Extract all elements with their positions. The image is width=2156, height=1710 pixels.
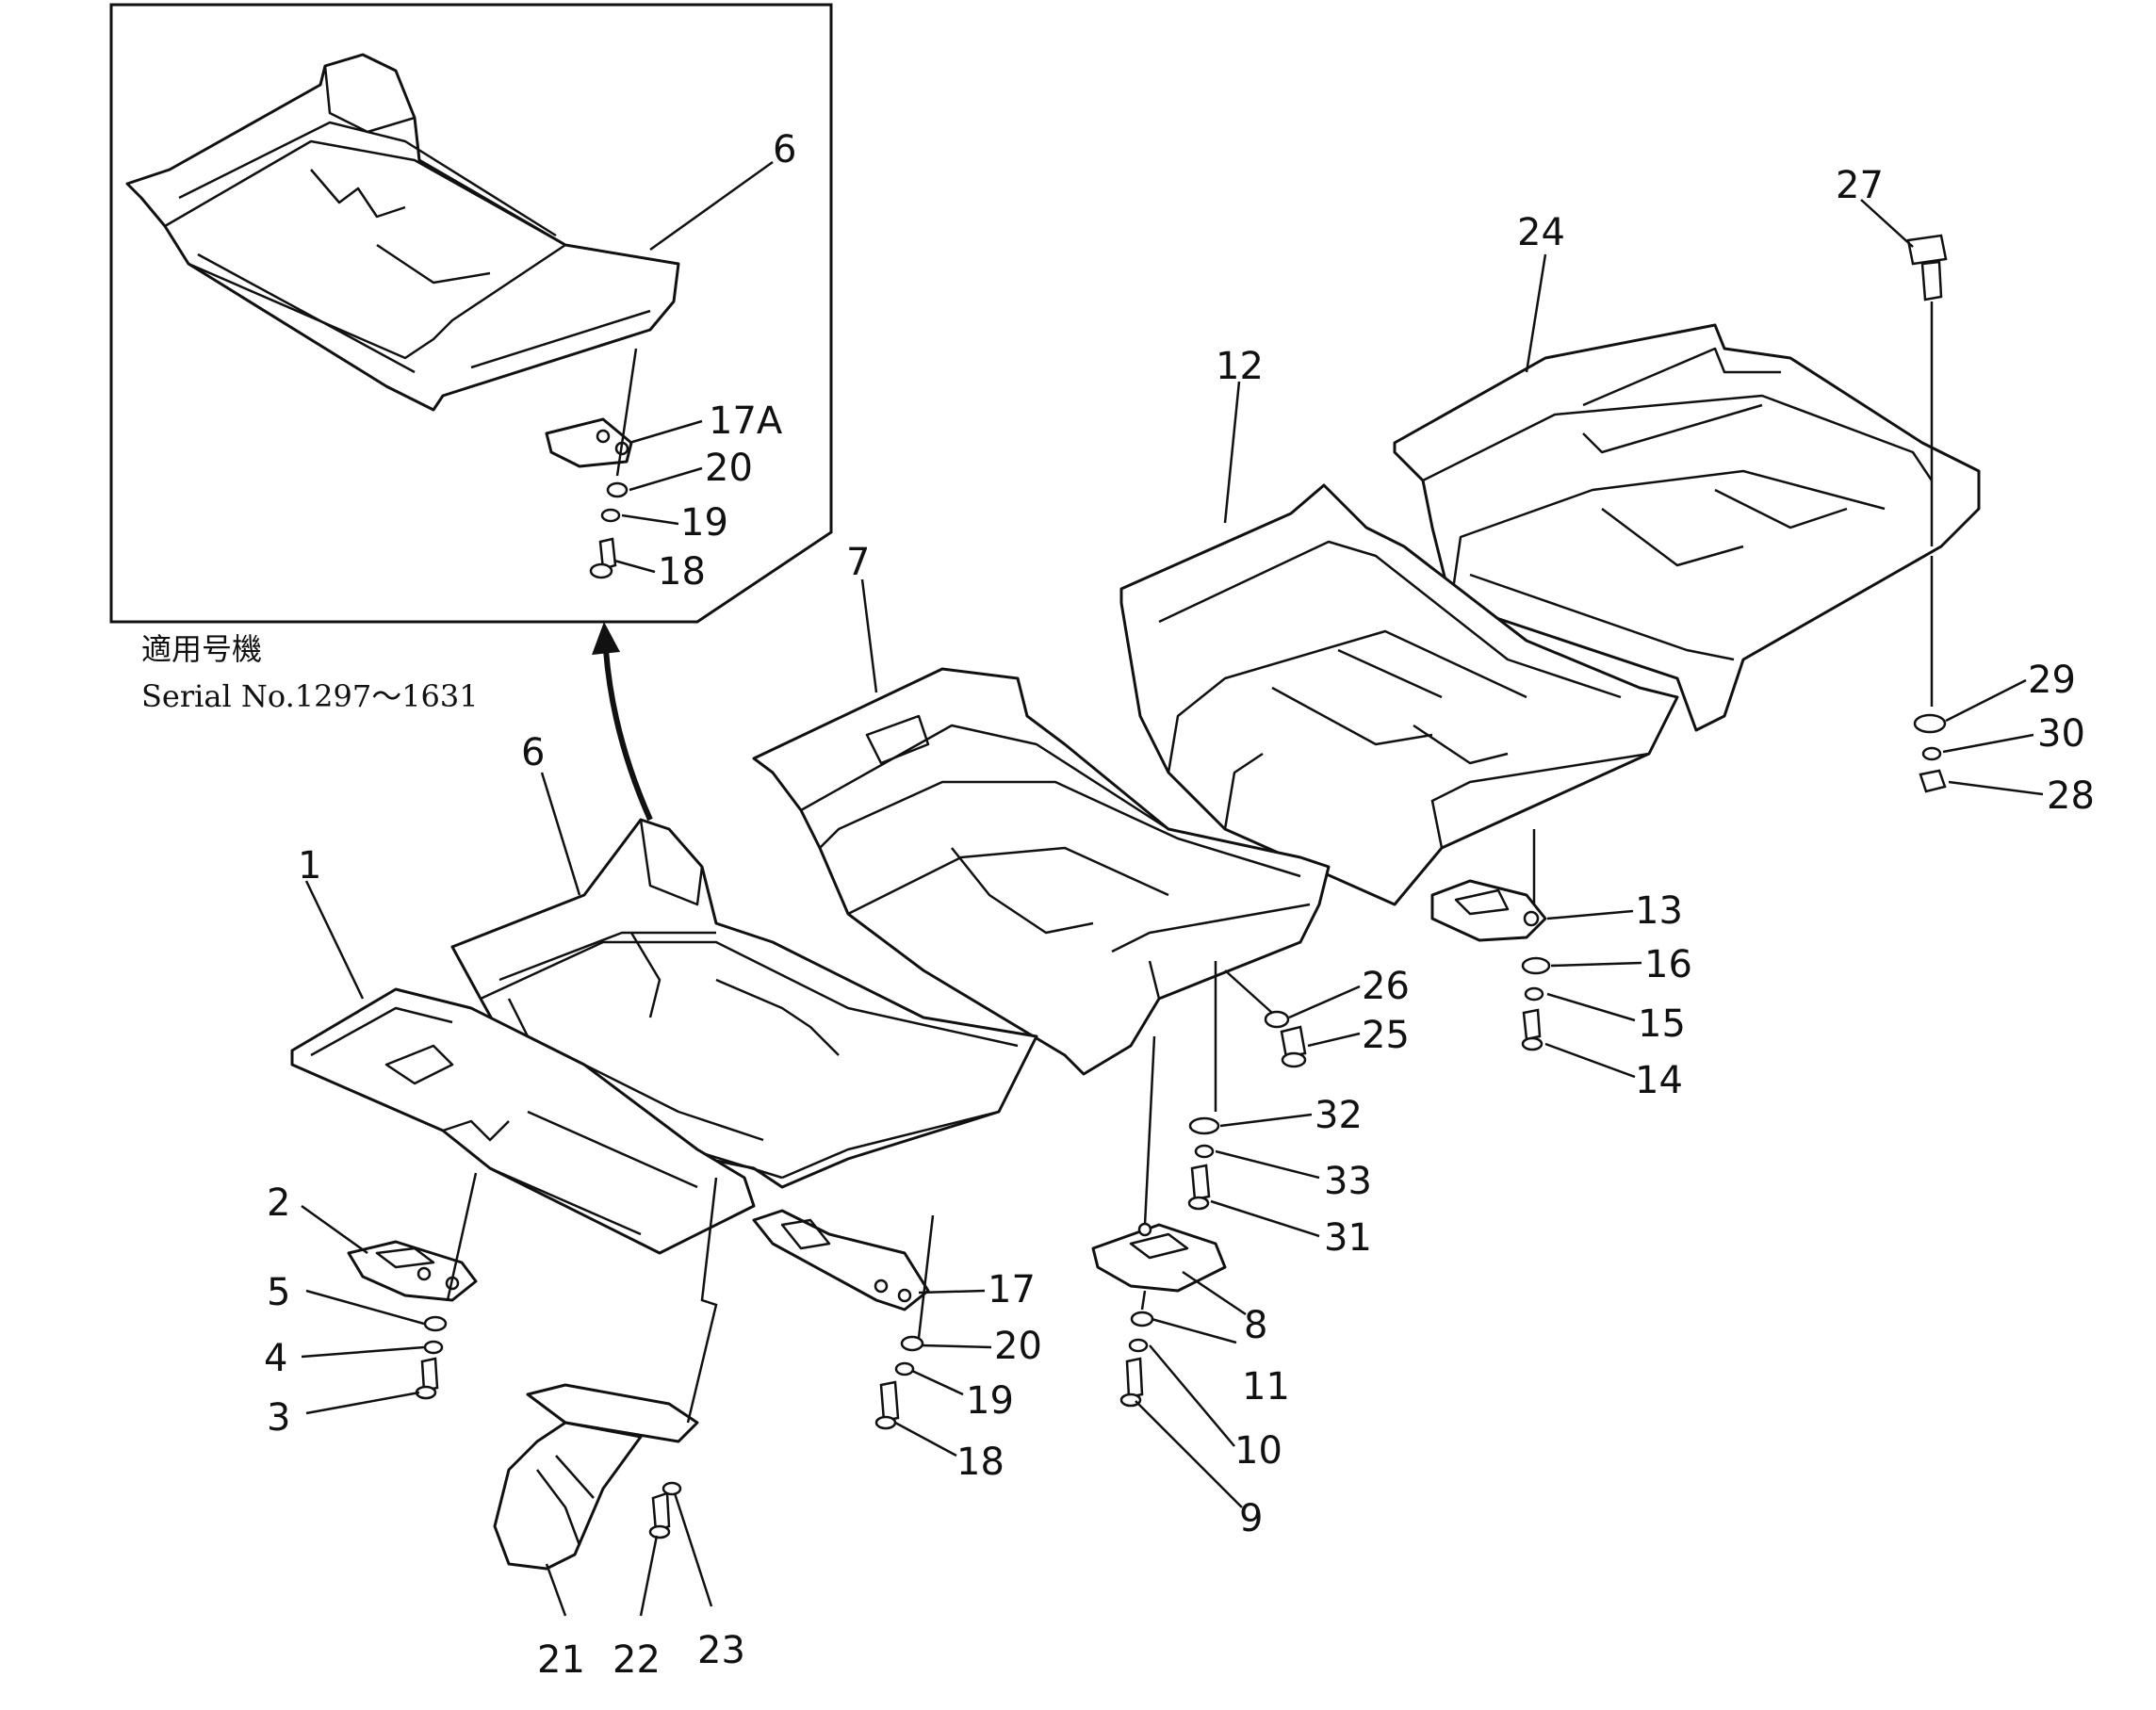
inset-leaders xyxy=(613,160,774,574)
plate-17 xyxy=(752,1209,930,1311)
hardware-32-33-31 xyxy=(1187,961,1220,1211)
callout-22: 22 xyxy=(612,1638,661,1682)
inset-callouts: 6 17A 20 19 18 xyxy=(658,128,796,594)
hardware-11-10-9 xyxy=(1119,1035,1156,1408)
inset-callout-18: 18 xyxy=(658,550,706,594)
guard-12 xyxy=(1119,483,1679,906)
callout-3: 3 xyxy=(267,1396,290,1440)
callout-20: 20 xyxy=(994,1325,1042,1368)
guard-24 xyxy=(1393,323,1981,732)
callout-6: 6 xyxy=(521,731,545,774)
callout-11: 11 xyxy=(1242,1365,1290,1409)
inset-callout-6: 6 xyxy=(773,128,796,171)
callout-32: 32 xyxy=(1315,1094,1363,1137)
callout-2: 2 xyxy=(267,1181,290,1225)
main-callouts: 1 2 3 4 5 6 7 8 9 10 11 12 13 14 15 16 1… xyxy=(264,164,2095,1682)
plate-8 xyxy=(1091,1222,1227,1293)
inset-plate-17A xyxy=(545,417,633,468)
callout-26: 26 xyxy=(1362,965,1410,1008)
callout-28: 28 xyxy=(2047,774,2095,818)
callout-16: 16 xyxy=(1644,943,1692,986)
inset-arrow xyxy=(592,622,653,822)
callout-12: 12 xyxy=(1216,345,1264,388)
hardware-20-19-18 xyxy=(874,1214,935,1430)
inset-guard-6 xyxy=(125,53,680,412)
callout-27: 27 xyxy=(1836,164,1884,207)
callout-8: 8 xyxy=(1244,1304,1267,1347)
callout-9: 9 xyxy=(1239,1497,1263,1540)
mudflap-21 xyxy=(493,1383,699,1571)
callout-24: 24 xyxy=(1517,211,1565,254)
hardware-29-30-28 xyxy=(1913,556,1947,793)
guard-1 xyxy=(290,987,756,1255)
callout-13: 13 xyxy=(1635,889,1683,933)
hardware-16-15-14 xyxy=(1521,829,1551,1051)
callout-25: 25 xyxy=(1362,1014,1410,1057)
callout-7: 7 xyxy=(846,541,870,584)
break-line-21 xyxy=(686,1177,718,1424)
applicable-units-label: 適用号機 xyxy=(141,631,262,667)
guard-7 xyxy=(752,667,1331,1076)
callout-18: 18 xyxy=(956,1441,1004,1484)
callout-15: 15 xyxy=(1638,1002,1686,1046)
plate-2 xyxy=(347,1240,478,1302)
inset-hardware xyxy=(589,348,638,579)
inset-callout-20: 20 xyxy=(705,447,753,490)
callout-30: 30 xyxy=(2037,712,2085,756)
inset-callout-19: 19 xyxy=(680,501,728,545)
callout-17: 17 xyxy=(988,1268,1036,1311)
callout-10: 10 xyxy=(1234,1429,1282,1473)
callout-5: 5 xyxy=(267,1271,290,1314)
inset-callout-17A: 17A xyxy=(709,399,783,443)
hardware-22-23 xyxy=(648,1481,682,1539)
serial-range-label: Serial No.1297～1631 xyxy=(141,678,479,714)
callout-23: 23 xyxy=(697,1629,745,1672)
callout-19: 19 xyxy=(966,1379,1014,1423)
callout-14: 14 xyxy=(1635,1059,1683,1102)
plate-13 xyxy=(1430,879,1547,942)
callout-21: 21 xyxy=(537,1638,585,1682)
callout-31: 31 xyxy=(1324,1216,1372,1260)
hardware-5-4-3 xyxy=(415,1172,478,1400)
callout-29: 29 xyxy=(2028,659,2076,702)
callout-4: 4 xyxy=(264,1337,287,1380)
bolt-27 xyxy=(1906,234,1948,546)
hardware-26-25 xyxy=(1224,969,1307,1068)
callout-33: 33 xyxy=(1324,1160,1372,1203)
callout-1: 1 xyxy=(298,844,321,888)
inset-frame xyxy=(109,3,833,624)
leader-lines xyxy=(301,199,2044,1617)
